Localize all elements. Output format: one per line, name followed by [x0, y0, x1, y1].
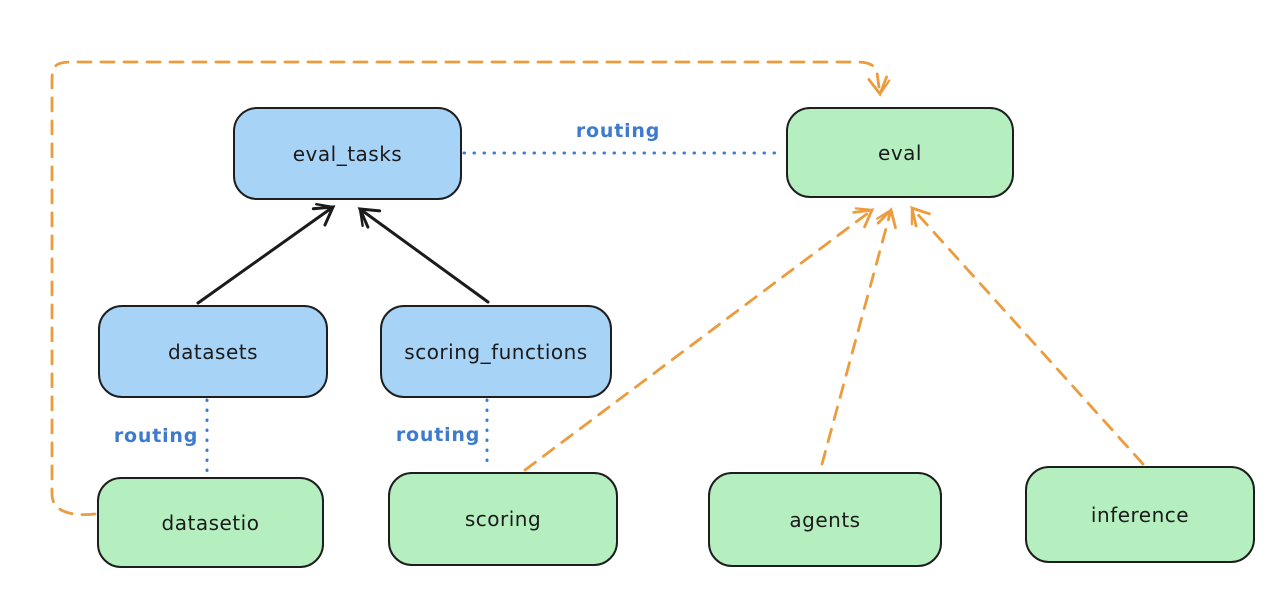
node-datasets-label: datasets — [167, 339, 259, 364]
edge-label-routing-eval-tasks-eval: routing — [575, 120, 661, 142]
node-eval-tasks-label: eval_tasks — [292, 141, 403, 166]
node-scoring-label: scoring — [464, 507, 542, 531]
node-datasets: datasets — [98, 305, 328, 398]
node-inference-label: inference — [1090, 502, 1190, 527]
node-agents: agents — [708, 472, 942, 567]
edge-datasetio-to-eval — [50, 60, 891, 516]
node-datasetio: datasetio — [97, 477, 324, 568]
node-inference: inference — [1025, 466, 1255, 563]
node-eval-tasks: eval_tasks — [233, 107, 462, 200]
node-scoring: scoring — [388, 472, 618, 566]
node-agents-label: agents — [789, 507, 861, 532]
edge-label-routing-datasets-datasetio: routing — [113, 425, 199, 447]
edge-inference-to-eval — [910, 205, 1145, 466]
edge-scoring-functions-to-eval-tasks — [357, 207, 490, 304]
node-scoring-functions-label: scoring_functions — [404, 339, 588, 364]
edge-agents-to-eval — [820, 207, 897, 466]
node-eval-label: eval — [878, 140, 922, 165]
node-datasetio-label: datasetio — [161, 510, 260, 535]
edge-datasets-to-eval-tasks — [196, 202, 336, 305]
edge-scoring-to-eval — [523, 207, 875, 472]
edge-label-routing-scoring-functions-scoring: routing — [395, 424, 481, 446]
node-scoring-functions: scoring_functions — [380, 305, 612, 398]
node-eval: eval — [786, 107, 1014, 198]
